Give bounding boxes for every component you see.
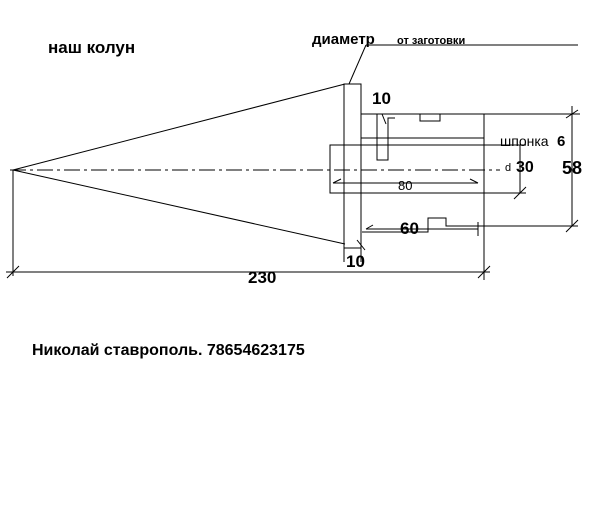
dim-flange-top: 10	[372, 89, 391, 108]
dim-80-arrow-l	[332, 178, 342, 184]
dim-10-bottom-tick	[356, 239, 366, 251]
dim-flange-bottom: 10	[346, 252, 365, 271]
cone-lower-edge	[12, 169, 346, 245]
diameter-leader	[348, 44, 367, 85]
drawing-title: наш колун	[48, 38, 136, 57]
dim-80-arrow-r	[469, 178, 479, 184]
dim-10-top-tick	[381, 113, 387, 125]
dim-60-arrow	[365, 224, 374, 230]
dim-shaft-diameter: 30	[516, 159, 534, 176]
cone-upper-edge	[12, 83, 346, 171]
dim-overall-length: 230	[248, 268, 277, 287]
keyway-bottom	[362, 217, 470, 233]
dim-keyway-length: 60	[400, 219, 419, 238]
dim-6-tick	[565, 109, 579, 119]
dim-58-tick	[565, 219, 579, 233]
shaft-step	[376, 114, 395, 161]
dim-30-tick	[513, 186, 527, 200]
author-contact: Николай ставрополь. 78654623175	[32, 342, 305, 359]
dim-keyway-width: 6	[557, 133, 566, 150]
flange	[343, 83, 362, 249]
shaft-diameter-mark: d	[505, 162, 512, 174]
keyway-label: шпонка	[500, 133, 549, 149]
diameter-note: от заготовки	[397, 35, 466, 47]
hub-section	[329, 144, 485, 194]
dim-bore-length: 80	[398, 178, 413, 193]
dim-overall-diameter: 58	[562, 158, 583, 178]
diameter-label: диаметр	[312, 31, 375, 48]
keyway-top	[419, 114, 441, 122]
dim-230-tick-l	[6, 265, 20, 279]
dim-230-tick-r	[477, 265, 491, 279]
